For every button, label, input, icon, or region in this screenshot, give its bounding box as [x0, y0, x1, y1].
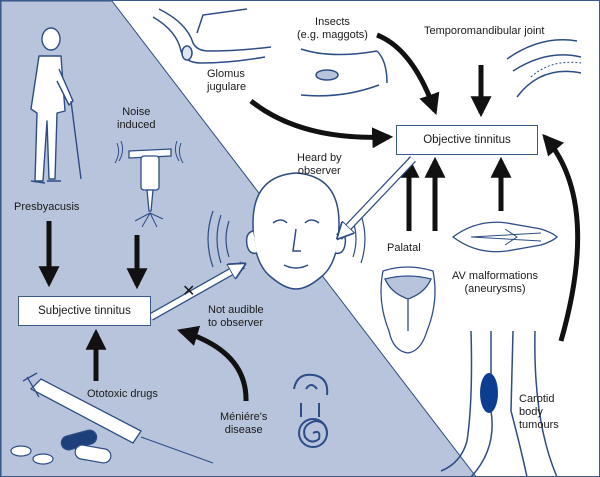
arrow-menieres — [176, 325, 249, 402]
arrow-glomus — [249, 99, 394, 149]
insects-label: Insects (e.g. maggots) — [297, 16, 368, 41]
palatal-label: Palatal — [387, 242, 421, 254]
glomus-jugulare-label: Glomus jugulare — [207, 68, 247, 93]
syringe-icon — [22, 372, 214, 464]
pills-icon — [10, 429, 112, 465]
arrow-not-audible — [149, 265, 243, 320]
ototoxic-drugs-label: Ototoxic drugs — [87, 388, 158, 400]
subjective-region — [1, 1, 477, 476]
jackhammer-icon — [114, 140, 184, 228]
head-icon — [207, 172, 366, 290]
presbyacusis-label: Presbyacusis — [14, 201, 80, 213]
carotid-label: Carotid body tumours — [519, 393, 559, 431]
glomus-vessel-icon — [152, 8, 272, 64]
muscle-icon — [451, 221, 558, 253]
tmj-label: Temporomandibular joint — [424, 25, 545, 37]
cross-mark: ✕ — [182, 283, 196, 300]
arrow-insects — [376, 32, 440, 115]
arrow-heard-by-observer — [339, 157, 415, 237]
not-audible-label: Not audible to observer — [208, 304, 264, 329]
jaw-joint-icon — [506, 39, 582, 98]
heard-by-observer-label: Heard by observer — [297, 152, 342, 177]
noise-induced-label: Noise induced — [117, 106, 156, 131]
elderly-man-icon — [30, 27, 82, 184]
av-malformations-label: AV malformations (aneurysms) — [452, 270, 538, 295]
carotid-artery-icon — [440, 330, 558, 476]
tongue-palate-icon — [380, 266, 436, 354]
objective-tinnitus-box: Objective tinnitus — [396, 125, 538, 155]
ear-canal-icon — [300, 48, 388, 97]
arrow-carotid — [542, 133, 581, 342]
cochlea-icon — [293, 373, 329, 448]
menieres-label: Méniére's disease — [220, 411, 268, 436]
subjective-tinnitus-box: Subjective tinnitus — [18, 296, 151, 326]
